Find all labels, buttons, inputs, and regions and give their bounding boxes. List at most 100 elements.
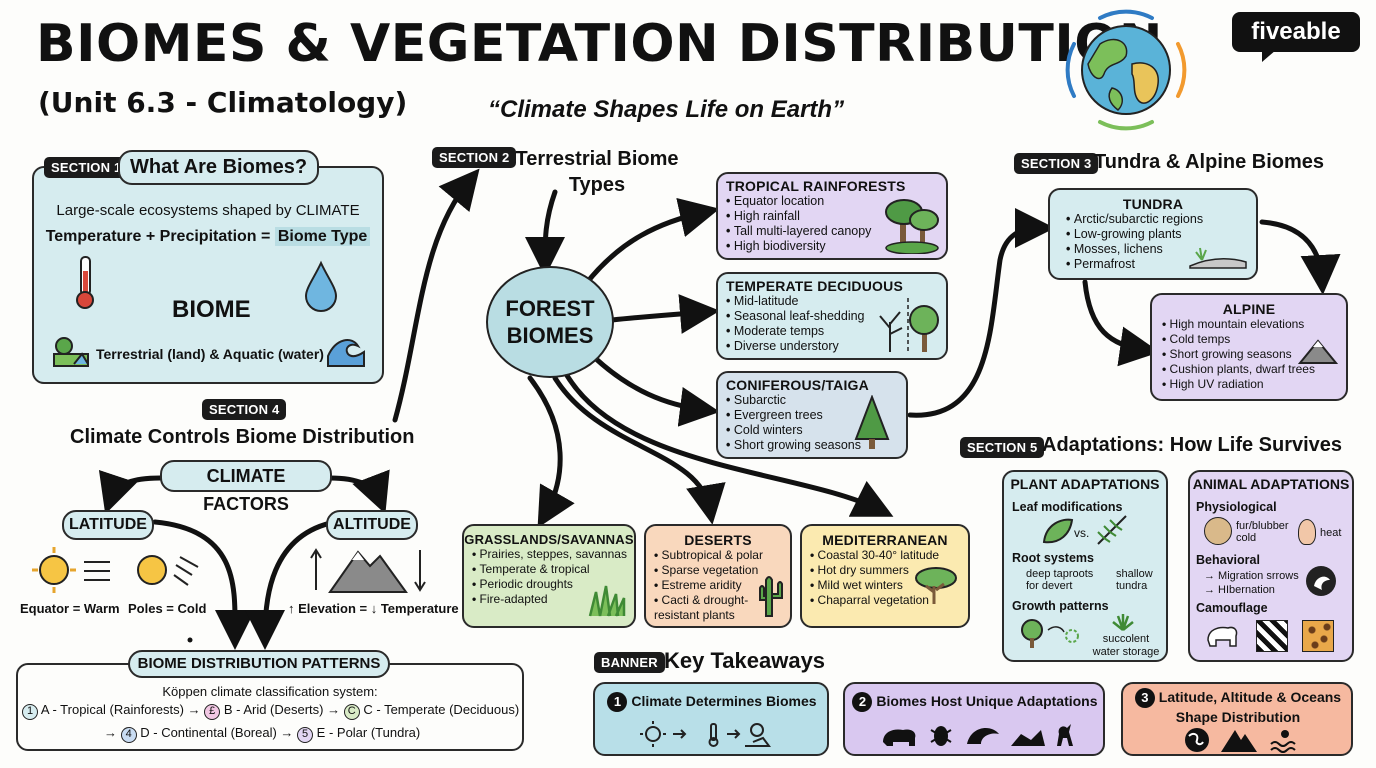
takeaway-card-2: 2 Biomes Host Unique Adaptations [843, 682, 1105, 756]
class-c-mark: C [343, 704, 360, 720]
biome-card-grasslands: GRASSLANDS/SAVANNAS Prairies, steppes, s… [462, 524, 636, 628]
equation-left: Temperature + Precipitation = [45, 228, 271, 245]
elevation-label: ↑ Elevation = ↓ Temperature [288, 601, 459, 616]
list-item: Evergreen trees [726, 408, 906, 423]
olive-tree-icon [914, 566, 960, 606]
class-a-mark: 1 [22, 704, 38, 720]
list-item: Diverse understory [726, 339, 946, 354]
leopard-camo-icon [1302, 620, 1334, 652]
equation-right: Biome Type [274, 227, 371, 246]
page-title: BIOMES & VEGETATION DISTRIBUTION [36, 14, 1163, 74]
takeaway-text-3: 3 Latitude, Altitude & Oceans Shape Dist… [1127, 688, 1349, 726]
alpine-title: ALPINE [1222, 301, 1276, 317]
section1-tag: SECTION 1 [44, 157, 129, 178]
hibernation-label: → HIbernation [1204, 584, 1275, 596]
list-item: Chaparral vegetation [810, 593, 968, 608]
altitude-pill: ALTITUDE [326, 510, 418, 540]
list-item: Cacti & drought-resistant plants [654, 593, 754, 623]
latitude-pill: LATITUDE [62, 510, 154, 540]
list-item: Mild wet winters [810, 578, 968, 593]
koppen-row-2: → 4 D - Continental (Boreal) → 5 E - Pol… [104, 725, 420, 743]
list-item: Hot dry summers [810, 563, 968, 578]
banner-tag: BANNER [594, 652, 665, 673]
takeaway-label: Climate Determines Biomes [631, 693, 817, 709]
fur-icon [1204, 517, 1232, 545]
biome-list: Subarctic Evergreen trees Cold winters S… [718, 393, 906, 453]
section1-tag-wrap: SECTION 1 [44, 157, 129, 178]
list-item: Fire-adapted [472, 592, 634, 607]
takeaway-num: 2 [852, 692, 873, 712]
section1-title: What Are Biomes? [118, 150, 320, 185]
leaf-vs-label: vs. [1074, 526, 1090, 540]
ear-icon [1298, 519, 1316, 545]
list-item: Subarctic [726, 393, 906, 408]
plant-adaptations-title: PLANT ADAPTATIONS [1010, 476, 1160, 492]
poles-label: Poles = Cold [128, 601, 207, 616]
list-item: Prairies, steppes, savannas [472, 547, 634, 562]
root-systems-label: Root systems [1012, 551, 1094, 565]
list-item: Low-growing plants [1066, 227, 1256, 242]
section3-tag: SECTION 3 [1014, 153, 1099, 174]
pine-tree-icon [852, 395, 892, 451]
class-d-label: D - Continental (Boreal) [140, 725, 277, 740]
wave-icon [326, 332, 366, 368]
takeaway-card-3: 3 Latitude, Altitude & Oceans Shape Dist… [1121, 682, 1353, 756]
class-b-mark: £ [204, 704, 221, 720]
tundra-list: Arctic/subarctic regions Low-growing pla… [1050, 212, 1256, 272]
banner-tag-wrap: BANNER [594, 652, 665, 673]
fiveable-logo: fiveable [1232, 12, 1360, 52]
hibernation-icon [1306, 566, 1336, 596]
list-item: Mosses, lichens [1066, 242, 1256, 257]
section3-tag-wrap: SECTION 3 [1014, 153, 1099, 174]
class-e-mark: 5 [297, 727, 314, 743]
biome-title: GRASSLANDS/SAVANNAS [464, 532, 634, 547]
takeaway-card-1: 1 Climate Determines Biomes [593, 682, 829, 756]
animal-silhouettes-icons [881, 720, 1081, 750]
tree-cycle-icon [1018, 618, 1082, 650]
list-item: Short growing seasons [1162, 347, 1346, 362]
section5-tag-wrap: SECTION 5 [960, 437, 1045, 458]
shallow-roots-label: shallow tundra [1116, 568, 1153, 592]
grass-icon [586, 584, 626, 618]
list-item: Permafrost [1066, 257, 1256, 272]
section5-tag: SECTION 5 [960, 437, 1045, 458]
zebra-camo-icon [1256, 620, 1288, 652]
sun-warm-icon [30, 545, 120, 595]
list-item: Temperate & tropical [472, 562, 634, 577]
list-item: Moderate temps [726, 324, 946, 339]
list-item: Subtropical & polar [654, 548, 790, 563]
class-a-label: A - Tropical (Rainforests) [40, 702, 184, 717]
section3-title: Tundra & Alpine Biomes [1094, 151, 1325, 173]
biome-list: Mid-latitude Seasonal leaf-shedding Mode… [718, 294, 946, 354]
takeaway-num: 3 [1134, 688, 1155, 708]
tundra-plant-icon [1188, 240, 1248, 270]
alpine-card: ALPINE High mountain elevations Cold tem… [1150, 293, 1348, 401]
heat-label: heat [1320, 527, 1342, 539]
biome-title: MEDITERRANEAN [822, 532, 948, 548]
biome-title: TEMPERATE DECIDUOUS [726, 278, 903, 294]
takeaway-label: Latitude, Altitude & Oceans Shape Distri… [1158, 689, 1342, 725]
list-item: Periodic droughts [472, 577, 634, 592]
list-item: High rainfall [726, 209, 946, 224]
water-drop-icon [302, 260, 340, 312]
list-item: Estreme aridity [654, 578, 790, 593]
alpine-mountain-icon [1298, 339, 1338, 365]
geography-icons [1183, 726, 1303, 754]
biome-list: Coastal 30-40° latitude Hot dry summers … [802, 548, 968, 608]
logo-text: fiveable [1251, 18, 1341, 45]
thermometer-icon [72, 255, 98, 311]
page-subtitle: (Unit 6.3 - Climatology) [38, 86, 408, 119]
tundra-card: TUNDRA Arctic/subarctic regions Low-grow… [1048, 188, 1258, 280]
class-d-mark: 4 [120, 727, 137, 743]
list-item: Cold temps [1162, 332, 1346, 347]
list-item: Mid-latitude [726, 294, 946, 309]
list-item: Tall multi-layered canopy [726, 224, 946, 239]
sun-cold-icon [128, 545, 208, 595]
takeaway-text-1: 1 Climate Determines Biomes [599, 692, 825, 712]
list-item: Coastal 30-40° latitude [810, 548, 968, 563]
leaf-modifications-label: Leaf modifications [1012, 500, 1123, 514]
takeaway-text-2: 2 Biomes Host Unique Adaptations [849, 692, 1101, 712]
climate-factors-pill: CLIMATE FACTORS [160, 460, 332, 514]
list-item: High biodiversity [726, 239, 946, 254]
page-quote: “Climate Shapes Life on Earth” [488, 96, 845, 123]
